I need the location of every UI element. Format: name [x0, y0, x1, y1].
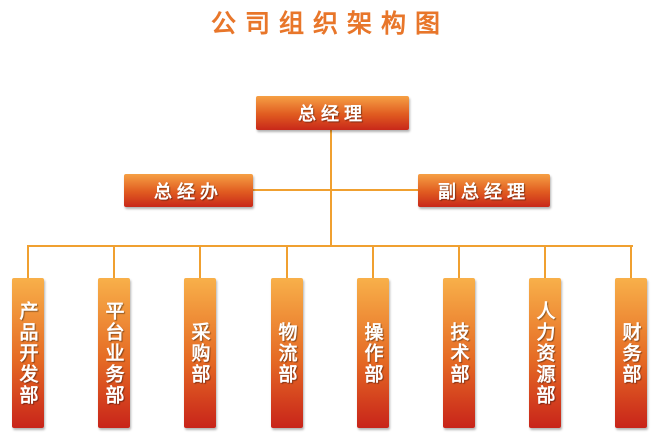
node-department[interactable]: 操作部 — [357, 278, 389, 428]
node-label: 采购部 — [188, 321, 211, 385]
connector-department — [113, 245, 115, 278]
node-general-manager[interactable]: 总经理 — [256, 96, 409, 130]
connector-department — [372, 245, 374, 278]
node-label: 人力资源部 — [533, 300, 556, 406]
node-gm-office[interactable]: 总经办 — [124, 174, 253, 207]
connector-assistants — [253, 189, 418, 191]
chart-title: 公司组织架构图 — [210, 9, 449, 38]
connector-main-vertical — [330, 130, 332, 247]
node-department[interactable]: 技术部 — [443, 278, 475, 428]
node-department[interactable]: 平台业务部 — [98, 278, 130, 428]
node-label: 平台业务部 — [102, 300, 125, 406]
node-label: 产品开发部 — [16, 300, 39, 406]
node-label: 技术部 — [447, 321, 470, 385]
connector-department — [630, 245, 632, 278]
node-label: 总经办 — [154, 181, 223, 203]
connector-department — [27, 245, 29, 278]
node-department[interactable]: 财务部 — [615, 278, 647, 428]
node-department[interactable]: 产品开发部 — [12, 278, 44, 428]
node-department[interactable]: 人力资源部 — [529, 278, 561, 428]
node-label: 总经理 — [298, 104, 367, 125]
connector-department — [458, 245, 460, 278]
node-department[interactable]: 采购部 — [184, 278, 216, 428]
node-label: 操作部 — [361, 321, 384, 385]
node-label: 副总经理 — [438, 181, 530, 203]
connector-departments — [27, 245, 633, 247]
node-department[interactable]: 物流部 — [271, 278, 303, 428]
connector-department — [544, 245, 546, 278]
node-label: 物流部 — [275, 321, 298, 385]
connector-department — [286, 245, 288, 278]
node-deputy-gm[interactable]: 副总经理 — [418, 174, 550, 207]
connector-department — [199, 245, 201, 278]
node-label: 财务部 — [619, 321, 642, 385]
